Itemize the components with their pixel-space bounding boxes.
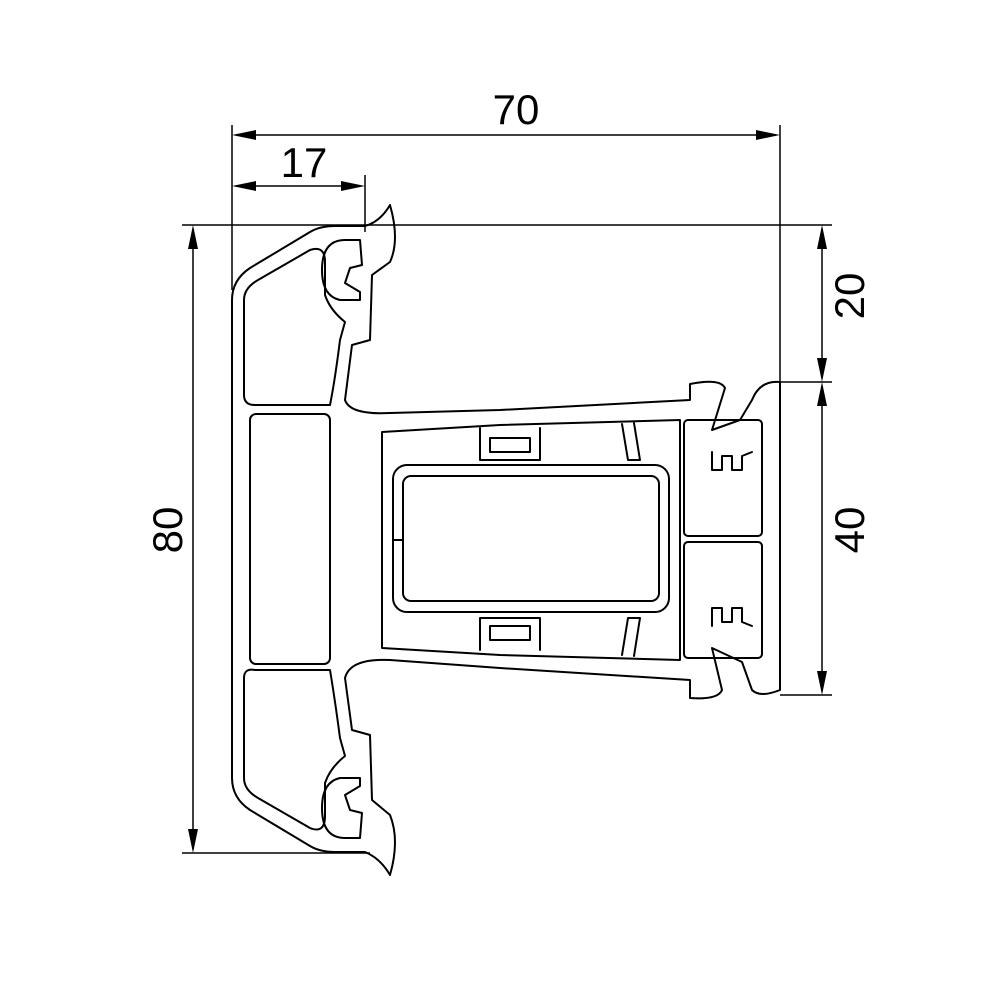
dimension-overall-width: 70 [231,86,781,385]
dimension-overall-width-label: 70 [493,86,540,133]
dimension-overall-height-label: 80 [144,507,191,554]
dimension-lower-height: 40 [780,382,873,696]
dimension-offset-width-label: 17 [281,139,328,186]
dimension-upper-height-label: 20 [826,273,873,320]
dimension-upper-height: 20 [370,224,873,383]
profile-outline [231,204,781,876]
dimension-overall-height: 80 [144,224,370,854]
dimension-offset-width: 17 [232,139,366,232]
dimension-lower-height-label: 40 [826,507,873,554]
